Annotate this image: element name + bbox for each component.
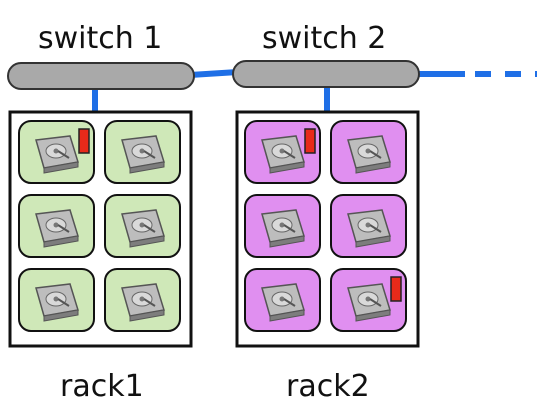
switch-2-label: switch 2 — [262, 21, 387, 56]
rack-2-label: rack2 — [286, 369, 370, 404]
node — [104, 268, 181, 332]
switch-to-switch-link — [189, 69, 239, 78]
network-links — [92, 69, 537, 112]
rack-1-label: rack1 — [60, 369, 144, 404]
switch-1 — [7, 62, 195, 90]
node — [18, 120, 95, 184]
hard-drive-icon — [35, 283, 79, 322]
hard-drive-icon — [347, 283, 391, 322]
hard-drive-icon — [35, 135, 79, 174]
hard-drive-icon — [261, 283, 305, 322]
hard-drive-icon — [347, 209, 391, 248]
hard-drive-icon — [121, 135, 165, 174]
node — [330, 194, 407, 258]
node — [244, 120, 321, 184]
hard-drive-icon — [121, 283, 165, 322]
switch-2 — [232, 60, 420, 88]
rack-nodes — [18, 120, 407, 332]
node — [244, 268, 321, 332]
node — [104, 194, 181, 258]
node — [330, 120, 407, 184]
red-flag-icon — [304, 128, 316, 154]
node — [104, 120, 181, 184]
hard-drive-icon — [347, 135, 391, 174]
switch-1-label: switch 1 — [38, 21, 163, 56]
red-flag-icon — [390, 276, 402, 302]
hard-drive-icon — [35, 209, 79, 248]
hard-drive-icon — [261, 135, 305, 174]
hard-drive-icon — [261, 209, 305, 248]
hard-drive-icon — [121, 209, 165, 248]
node — [244, 194, 321, 258]
node — [18, 268, 95, 332]
node — [330, 268, 407, 332]
node — [18, 194, 95, 258]
red-flag-icon — [78, 128, 90, 154]
